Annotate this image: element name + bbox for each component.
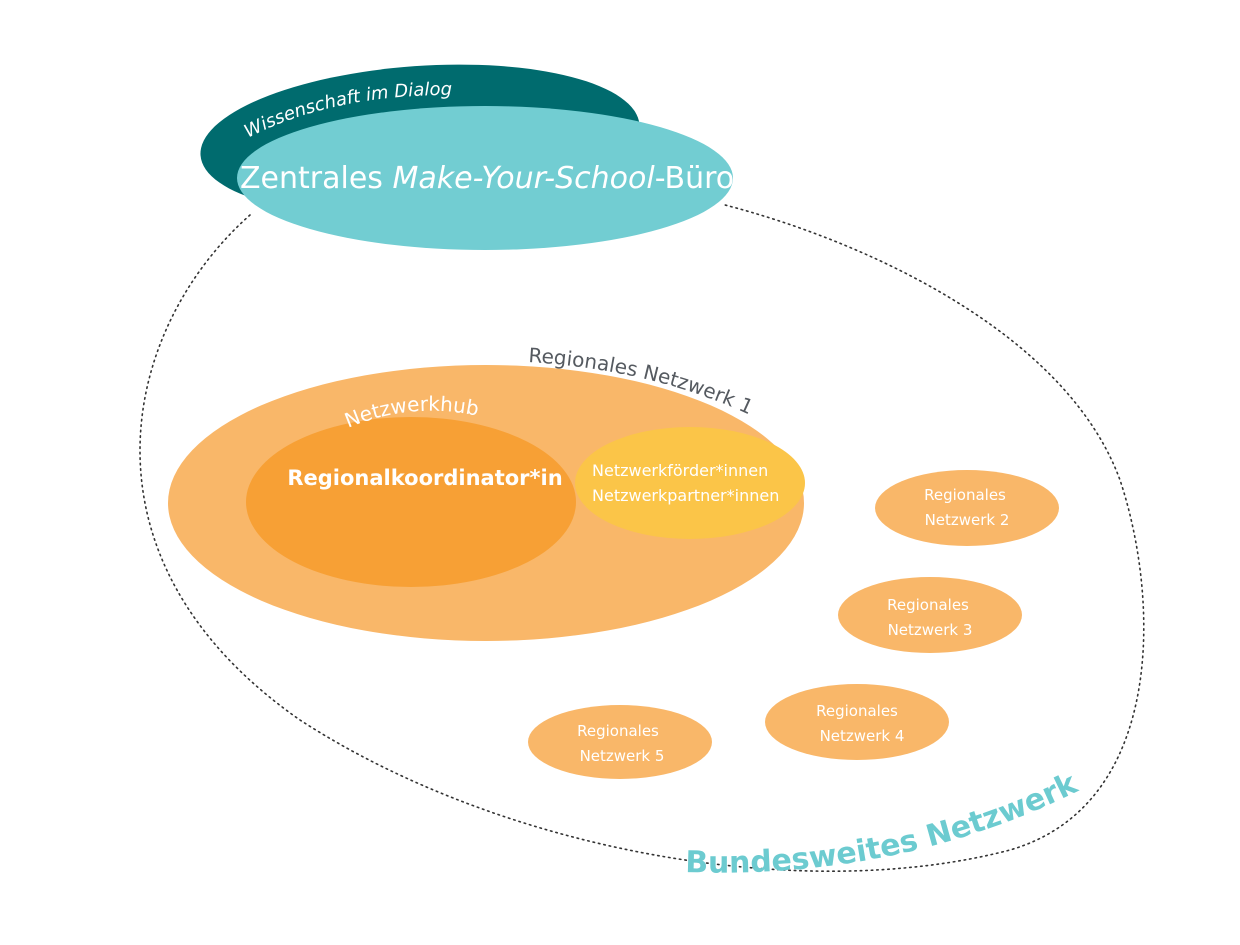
svg-text:Regionales: Regionales: [577, 722, 659, 740]
partners-ellipse: [575, 427, 805, 539]
svg-text:Netzwerk 3: Netzwerk 3: [888, 621, 973, 639]
svg-text:Netzwerk 2: Netzwerk 2: [925, 511, 1010, 529]
coordinator-label: Regionalkoordinator*in: [287, 466, 562, 490]
svg-text:Regionales: Regionales: [924, 486, 1006, 504]
national-network-label: Bundesweites Netzwerk: [685, 766, 1084, 881]
svg-text:Regionales: Regionales: [887, 596, 969, 614]
hub-ellipse: [246, 417, 576, 587]
svg-text:Regionales: Regionales: [816, 702, 898, 720]
central-office-ellipse: [237, 106, 733, 250]
region-3: Regionales Netzwerk 3: [838, 577, 1022, 653]
partners-line2: Netzwerkpartner*innen: [592, 486, 779, 505]
partners-line1: Netzwerkförder*innen: [592, 461, 768, 480]
central-office-label: Zentrales Make-Your-School-Büro: [240, 161, 734, 196]
region-2: Regionales Netzwerk 2: [875, 470, 1059, 546]
region-5: Regionales Netzwerk 5: [528, 705, 712, 779]
svg-text:Netzwerk 5: Netzwerk 5: [580, 747, 665, 765]
national-network-boundary: [139, 204, 1145, 872]
region-4: Regionales Netzwerk 4: [765, 684, 949, 760]
svg-text:Netzwerk 4: Netzwerk 4: [820, 727, 905, 745]
